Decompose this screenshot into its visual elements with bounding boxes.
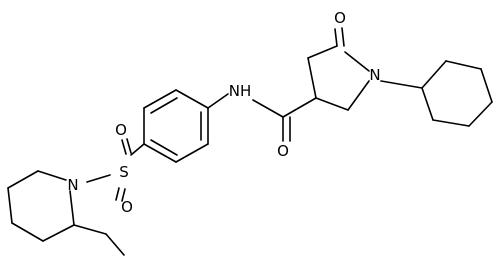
bond-pip-c2-c3: [42, 224, 75, 242]
atom-nitrogen-ring: N: [369, 66, 380, 84]
bond-npip-c2: [69, 190, 75, 226]
bond-cy5-cy6: [432, 119, 470, 127]
bond-ph4-ph5: [143, 143, 177, 163]
bond-s-o-top-a: [121, 139, 127, 155]
atom-nitrogen-piperidine: N: [67, 176, 78, 194]
bond-ph5-ph6: [175, 143, 209, 163]
bond-n1-c5: [344, 51, 370, 72]
atom-sulfur: S: [119, 163, 129, 181]
bond-s-o-bottom-b: [121, 188, 126, 202]
bond-cy1-cy2: [421, 60, 447, 89]
bond-ethyl-1: [73, 224, 107, 235]
bonds: [7, 27, 493, 256]
bond-ph-inner-b: [150, 139, 178, 156]
bond-s-o-bottom-a: [115, 187, 120, 201]
bond-c3-c2: [315, 97, 349, 111]
bond-cy2-cy3: [445, 60, 482, 70]
bond-nh-phenyl: [207, 93, 229, 109]
bond-c5-o-double-b: [334, 28, 338, 47]
bond-pip-c3-c4: [11, 222, 44, 242]
bond-c5-c4: [307, 45, 338, 59]
bond-camide-nh: [252, 99, 284, 118]
atom-oxygen-sulfonyl-bottom: O: [121, 198, 133, 216]
bond-c4-c3: [307, 57, 317, 99]
bond-phenyl-s: [130, 143, 145, 156]
bond-s-npip: [86, 174, 111, 183]
atom-oxygen-lactam: O: [334, 9, 346, 27]
bond-pip-c6-npip: [37, 170, 67, 181]
bond-n1-cyclohexyl: [380, 80, 423, 89]
bond-ethyl-2: [105, 233, 125, 256]
bond-c5-o-double-a: [341, 27, 345, 47]
bond-pip-c4-c5: [7, 187, 13, 224]
bond-s-o-top-b: [126, 138, 132, 154]
bond-c3-camide: [282, 97, 317, 118]
bond-cy6-cy1: [421, 87, 434, 121]
bond-c2-n1: [347, 80, 370, 111]
bond-cy4-cy5: [468, 101, 493, 127]
bond-cy3-cy4: [480, 68, 493, 103]
bond-ph1-ph2: [175, 89, 209, 109]
atom-oxygen-sulfonyl-top: O: [115, 121, 127, 139]
bond-pip-c5-c6: [7, 170, 39, 189]
atom-oxygen-amide: O: [277, 142, 289, 160]
atom-amide-nh: NH: [229, 82, 252, 100]
bond-ph2-ph3: [143, 89, 177, 109]
bond-ph-inner-a: [150, 97, 178, 114]
atom-labels: O N NH O S O O N: [67, 9, 380, 216]
